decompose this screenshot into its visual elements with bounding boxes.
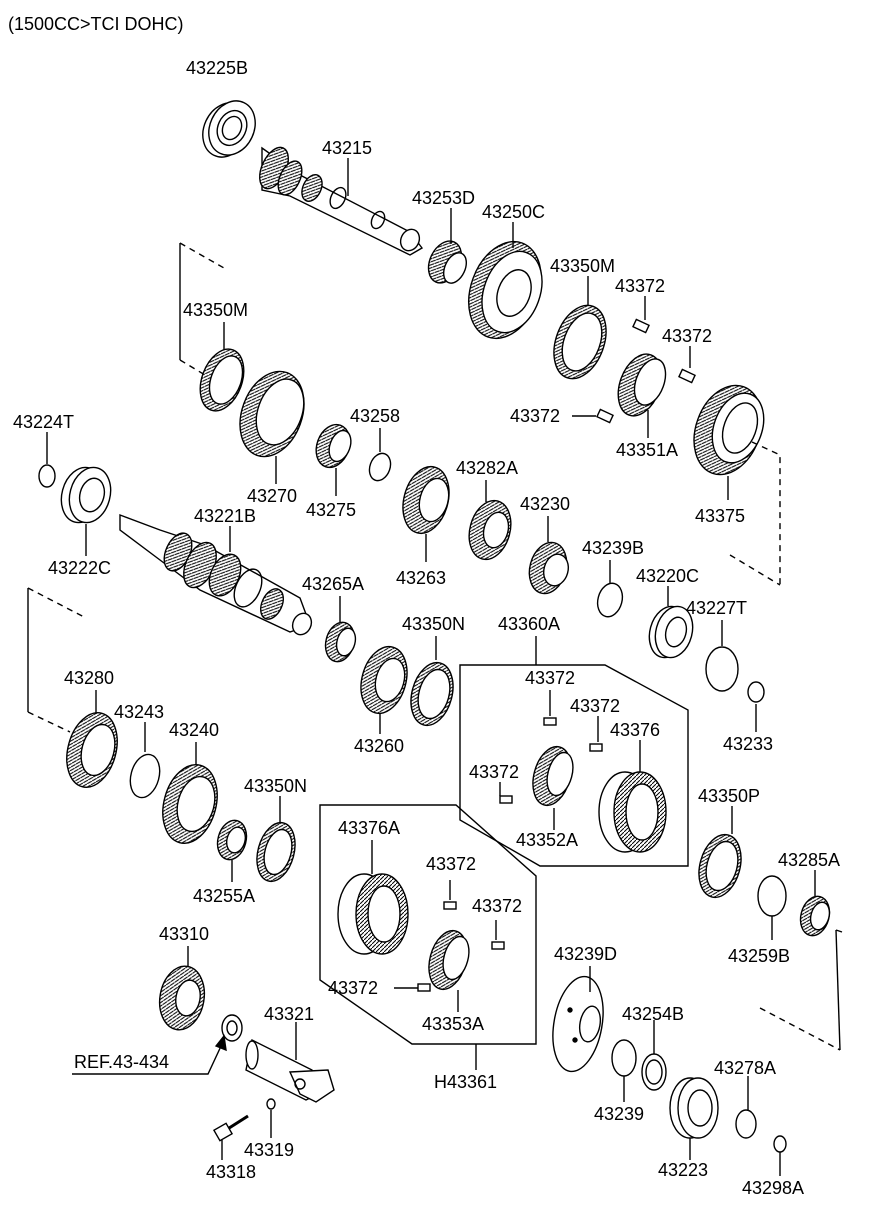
part-label-43376a: 43376A bbox=[338, 818, 401, 838]
part-label-43319: 43319 bbox=[244, 1140, 295, 1160]
part-label-43372-f: 43372 bbox=[469, 762, 520, 782]
part-label-43233: 43233 bbox=[723, 734, 774, 754]
synchro-hub-43351a bbox=[617, 353, 667, 417]
synchro-ring-43350n-b bbox=[256, 821, 296, 883]
part-label-43220c: 43220C bbox=[636, 566, 700, 586]
part-label-43278a: 43278A bbox=[714, 1058, 777, 1078]
bolt-43318 bbox=[212, 1114, 249, 1142]
part-label-43372-b: 43372 bbox=[662, 326, 713, 346]
part-label-43280: 43280 bbox=[64, 668, 115, 688]
gear-43250c bbox=[468, 240, 543, 340]
part-label-43263: 43263 bbox=[396, 568, 447, 588]
part-label-43352a: 43352A bbox=[516, 830, 579, 850]
part-label-43260: 43260 bbox=[354, 736, 405, 756]
part-label-43372-g: 43372 bbox=[426, 854, 477, 874]
part-label-43224t: 43224T bbox=[13, 412, 75, 432]
part-label-43310: 43310 bbox=[159, 924, 210, 944]
page-title: (1500CC>TCI DOHC) bbox=[8, 14, 184, 34]
part-label-43225b: 43225B bbox=[186, 58, 249, 78]
part-label-43375: 43375 bbox=[695, 506, 746, 526]
part-label-43239b: 43239B bbox=[582, 538, 645, 558]
sleeve-43376 bbox=[598, 771, 667, 853]
part-label-43350p: 43350P bbox=[698, 786, 761, 806]
gear-43282a bbox=[468, 499, 512, 561]
bearing-43225b bbox=[202, 100, 256, 158]
bearing-43223 bbox=[669, 1077, 719, 1139]
part-label-43227t: 43227T bbox=[686, 598, 748, 618]
part-label-43372-d: 43372 bbox=[525, 668, 576, 688]
part-label-43265a: 43265A bbox=[302, 574, 365, 594]
part-label-43253d: 43253D bbox=[412, 188, 476, 208]
part-label-43360a: 43360A bbox=[498, 614, 561, 634]
bearing-43222c bbox=[60, 466, 112, 524]
needle-bearing-43255a bbox=[216, 819, 248, 861]
gear-43280 bbox=[66, 712, 118, 788]
synchro-ring-43350m-a bbox=[553, 304, 607, 380]
synchro-hub-43352a bbox=[532, 745, 574, 807]
synchro-ring-43350n-a bbox=[410, 661, 454, 727]
needle-bearing-43285a bbox=[799, 895, 831, 937]
part-label-43321: 43321 bbox=[264, 1004, 315, 1024]
gear-43260 bbox=[360, 645, 408, 715]
part-label-43318: 43318 bbox=[206, 1162, 257, 1182]
plate-43239d bbox=[552, 975, 604, 1073]
needle-bearing-43275 bbox=[315, 423, 352, 469]
part-label-43372-h: 43372 bbox=[472, 896, 523, 916]
part-label-43350m-a: 43350M bbox=[550, 256, 616, 276]
part-label-43223: 43223 bbox=[658, 1160, 709, 1180]
part-label-43270: 43270 bbox=[247, 486, 298, 506]
part-label-43285a: 43285A bbox=[778, 850, 841, 870]
part-label-h43361: H43361 bbox=[434, 1072, 498, 1092]
part-label-43239: 43239 bbox=[594, 1104, 645, 1124]
part-label-43259b: 43259B bbox=[728, 946, 791, 966]
synchro-ring-43350p bbox=[698, 833, 742, 899]
sleeve-43376a bbox=[337, 873, 409, 955]
part-label-43372-i: 43372 bbox=[328, 978, 379, 998]
part-label-43372-e: 43372 bbox=[570, 696, 621, 716]
part-label-43255a: 43255A bbox=[193, 886, 256, 906]
part-label-43350n-b: 43350N bbox=[244, 776, 308, 796]
part-label-43254b: 43254B bbox=[622, 1004, 685, 1024]
gear-43240 bbox=[162, 764, 218, 844]
needle-bearing-43265a bbox=[324, 621, 357, 663]
part-label-43221b: 43221B bbox=[194, 506, 257, 526]
part-label-43250c: 43250C bbox=[482, 202, 546, 222]
gear-43310 bbox=[158, 965, 206, 1031]
part-label-43258: 43258 bbox=[350, 406, 401, 426]
output-shaft-43221b bbox=[119, 513, 313, 636]
part-label-43350n-a: 43350N bbox=[402, 614, 466, 634]
needle-bearing-43253d bbox=[427, 240, 468, 284]
gear-43270 bbox=[239, 370, 305, 458]
synchro-hub-43353a bbox=[428, 929, 470, 991]
sleeve-gear-43375 bbox=[693, 384, 765, 476]
part-label-43282a: 43282A bbox=[456, 458, 519, 478]
synchro-ring-43350m-b bbox=[199, 348, 245, 412]
part-label-43215: 43215 bbox=[322, 138, 373, 158]
part-label-43372-a: 43372 bbox=[615, 276, 666, 296]
bearing-43220c bbox=[648, 605, 694, 659]
part-label-43239d: 43239D bbox=[554, 944, 618, 964]
part-label-43298a: 43298A bbox=[742, 1178, 805, 1198]
part-label-43222c: 43222C bbox=[48, 558, 112, 578]
part-label-43240: 43240 bbox=[169, 720, 220, 740]
part-label-43376: 43376 bbox=[610, 720, 661, 740]
part-label-43351a: 43351A bbox=[616, 440, 679, 460]
part-label-43350m-b: 43350M bbox=[183, 300, 249, 320]
part-label-43275: 43275 bbox=[306, 500, 357, 520]
reference-label: REF.43-434 bbox=[74, 1052, 170, 1072]
shift-lever-43321 bbox=[245, 1038, 335, 1103]
gear-43263 bbox=[402, 465, 450, 535]
part-label-43243: 43243 bbox=[114, 702, 165, 722]
part-label-43230: 43230 bbox=[520, 494, 571, 514]
part-label-43372-c: 43372 bbox=[510, 406, 561, 426]
input-shaft-43215 bbox=[258, 146, 424, 256]
part-label-43353a: 43353A bbox=[422, 1014, 485, 1034]
gear-43230 bbox=[528, 541, 570, 595]
